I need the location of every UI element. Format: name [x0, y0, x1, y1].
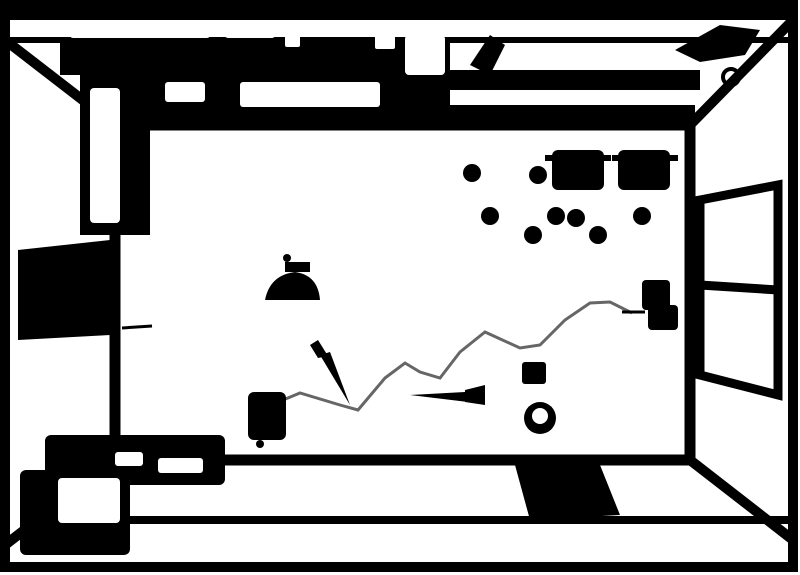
- cup-icon: [522, 362, 546, 384]
- rug: [515, 465, 620, 520]
- dart-icon: [121, 310, 645, 330]
- window: [695, 179, 783, 401]
- kettle-icon: [265, 254, 320, 300]
- hook-icon: [721, 67, 741, 87]
- top-right-item: [675, 25, 760, 62]
- toaster-icon: [248, 392, 286, 448]
- mushroom-icons: [463, 164, 651, 244]
- mixer-icon: [642, 280, 678, 330]
- trajectory-path: [282, 300, 633, 412]
- clock-icon: [524, 402, 556, 434]
- door: [18, 240, 110, 340]
- top-bottle: [470, 35, 505, 75]
- pot-icon: [545, 150, 678, 190]
- counter-cutouts: [70, 20, 695, 223]
- carrot-icon: [310, 340, 485, 405]
